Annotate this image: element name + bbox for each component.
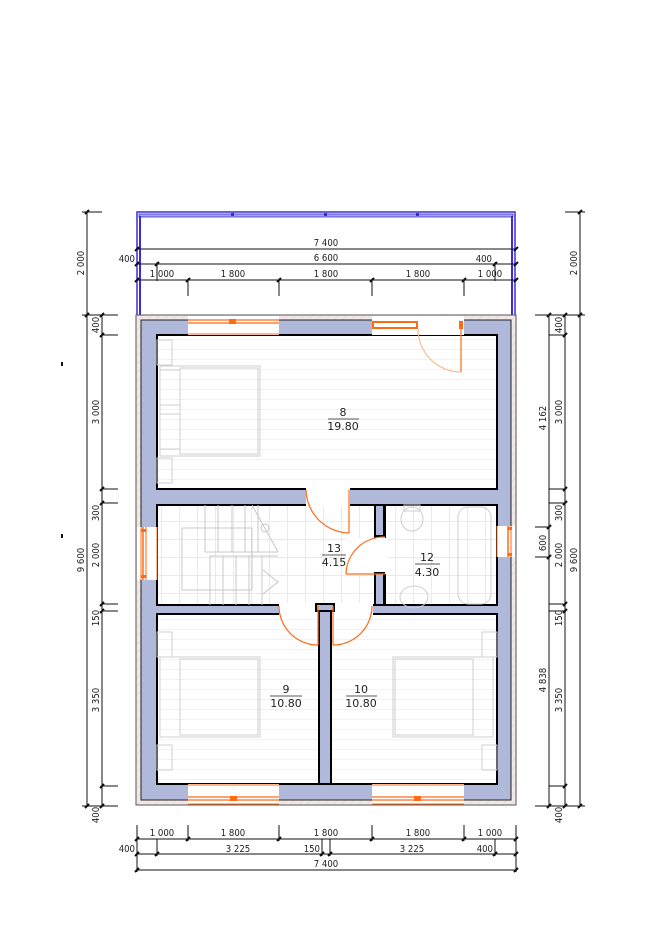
svg-text:150: 150 xyxy=(554,610,565,626)
room-9-label: 9 10.80 xyxy=(270,683,302,710)
svg-text:8: 8 xyxy=(340,406,347,419)
svg-text:150: 150 xyxy=(91,610,102,626)
room-10-label: 10 10.80 xyxy=(345,683,377,710)
svg-text:4.15: 4.15 xyxy=(322,556,347,569)
svg-text:4.30: 4.30 xyxy=(415,566,440,579)
room-8-label: 8 19.80 xyxy=(327,406,359,433)
right-dimension-labels: 2 000 9 600 4 162 600 4 838 400 3 000 30… xyxy=(538,251,580,823)
svg-text:3 000: 3 000 xyxy=(91,400,102,424)
svg-text:1 800: 1 800 xyxy=(221,269,245,280)
svg-text:2 000: 2 000 xyxy=(76,251,87,275)
svg-text:300: 300 xyxy=(554,505,565,521)
svg-text:3 350: 3 350 xyxy=(554,688,565,712)
room-labels: 8 19.80 9 10.80 10 10.80 12 4.30 13 4.15 xyxy=(270,406,440,710)
furniture xyxy=(156,339,498,771)
svg-text:150: 150 xyxy=(304,844,320,855)
svg-text:2 000: 2 000 xyxy=(91,543,102,567)
svg-text:3 350: 3 350 xyxy=(91,688,102,712)
svg-text:10: 10 xyxy=(354,683,368,696)
svg-text:1 800: 1 800 xyxy=(314,828,338,839)
svg-text:400: 400 xyxy=(119,254,135,265)
svg-text:3 225: 3 225 xyxy=(226,844,250,855)
svg-text:9 600: 9 600 xyxy=(569,548,580,572)
svg-text:1 000: 1 000 xyxy=(478,269,502,280)
svg-text:19.80: 19.80 xyxy=(327,420,359,433)
svg-text:10.80: 10.80 xyxy=(345,697,377,710)
svg-text:400: 400 xyxy=(554,317,565,333)
room-12-label: 12 4.30 xyxy=(415,551,440,579)
left-dimensions xyxy=(61,209,118,809)
svg-text:1 800: 1 800 xyxy=(314,269,338,280)
room-interiors xyxy=(156,334,498,785)
svg-text:7 400: 7 400 xyxy=(314,238,338,249)
svg-text:600: 600 xyxy=(538,535,549,551)
svg-text:6 600: 6 600 xyxy=(314,253,338,264)
balcony xyxy=(136,211,516,323)
partition-wall xyxy=(315,504,385,785)
svg-text:1 000: 1 000 xyxy=(150,269,174,280)
svg-text:400: 400 xyxy=(119,844,135,855)
svg-text:400: 400 xyxy=(91,807,102,823)
svg-text:1 000: 1 000 xyxy=(150,828,174,839)
svg-text:400: 400 xyxy=(476,254,492,265)
svg-text:3 225: 3 225 xyxy=(400,844,424,855)
svg-text:1 800: 1 800 xyxy=(406,269,430,280)
svg-text:400: 400 xyxy=(554,807,565,823)
svg-text:4 838: 4 838 xyxy=(538,668,549,692)
svg-text:12: 12 xyxy=(420,551,434,564)
svg-text:400: 400 xyxy=(91,317,102,333)
svg-text:1 800: 1 800 xyxy=(221,828,245,839)
top-dimensions xyxy=(134,246,519,296)
room-13-label: 13 4.15 xyxy=(322,542,347,569)
svg-text:2 000: 2 000 xyxy=(569,251,580,275)
bottom-dimensions xyxy=(134,825,519,873)
svg-text:9: 9 xyxy=(283,683,290,696)
svg-text:9 600: 9 600 xyxy=(76,548,87,572)
svg-text:3 000: 3 000 xyxy=(554,400,565,424)
bottom-dimension-labels: 1 000 1 800 1 800 1 800 1 000 400 3 225 … xyxy=(119,828,503,870)
left-dimension-labels: 2 000 9 600 400 3 000 300 2 000 150 3 35… xyxy=(76,251,102,823)
right-dimensions xyxy=(535,209,585,809)
svg-text:10.80: 10.80 xyxy=(270,697,302,710)
svg-text:7 400: 7 400 xyxy=(314,859,338,870)
svg-text:13: 13 xyxy=(327,542,341,555)
windows xyxy=(137,316,515,805)
top-dimension-labels: 7 400 6 600 400 400 1 000 1 800 1 800 1 … xyxy=(119,238,503,280)
doors xyxy=(278,489,386,646)
svg-text:1 000: 1 000 xyxy=(478,828,502,839)
svg-text:2 000: 2 000 xyxy=(554,543,565,567)
svg-text:300: 300 xyxy=(91,505,102,521)
svg-text:1 800: 1 800 xyxy=(406,828,430,839)
svg-text:400: 400 xyxy=(477,844,493,855)
svg-text:4 162: 4 162 xyxy=(538,406,549,430)
